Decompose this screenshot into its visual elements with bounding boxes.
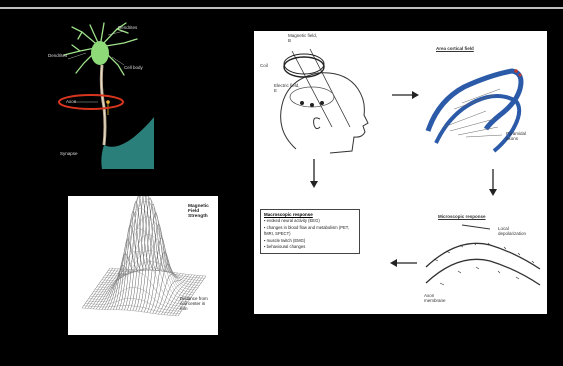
surface-mesh-line — [82, 268, 110, 308]
surface-mesh-line — [94, 208, 190, 299]
step3-title: Microscopic response — [438, 214, 486, 219]
effect-item-text: muscle twitch (EMG) — [267, 238, 306, 243]
effect-item: ▪ behavioural changes — [264, 244, 356, 251]
effect-item: ▪ changes in blood flow and metabolism (… — [264, 225, 356, 238]
dendrites-left-label: Dendrites — [48, 53, 67, 58]
electric-field-label: Electric field, E — [274, 83, 300, 93]
axon-membrane-label: Axon membrane — [424, 293, 454, 303]
macroscopic-response-title: Macroscopic response — [264, 212, 356, 217]
coil-label: Coil — [260, 63, 268, 68]
magnetic-field-label: Magnetic field, B — [288, 33, 318, 43]
surface-mesh-line — [105, 262, 201, 284]
surface-mesh-line — [99, 269, 127, 309]
effect-item-text: behavioural changes — [267, 244, 306, 249]
dendrites-label: Dendrites — [118, 25, 137, 30]
step2-title: Area cortical field — [436, 46, 474, 51]
synapse-label: Synapse — [60, 151, 78, 156]
pyramidal-axons-label: Pyramidal axons — [506, 131, 536, 141]
effect-item-text: evoked neural activity (EEG) — [267, 218, 320, 223]
axon-label: Axon — [66, 99, 76, 104]
magnetic-field-surface-plot: Magnetic Field Strength Distance from co… — [68, 196, 218, 335]
field-plot-title: Magnetic Field Strength — [188, 204, 216, 219]
surface-mesh-line — [96, 269, 124, 309]
field-plot-axis-label: Distance from coil center in mm — [180, 296, 212, 311]
tms-mechanism-diagram: Magnetic field, B Coil Electric field, E… — [254, 31, 547, 314]
surface-mesh-line — [95, 196, 191, 297]
neuron-illustration: Dendrites Dendrites Cell body Axon Synap… — [42, 17, 154, 169]
local-depolarization-label: Local depolarization — [498, 226, 538, 236]
macroscopic-response-box: Macroscopic response ▪ evoked neural act… — [260, 209, 360, 254]
effect-item-text: changes in blood flow and metabolism (PE… — [264, 225, 349, 237]
surface-mesh-line — [102, 235, 198, 288]
cell-body-label: Cell body — [124, 65, 144, 70]
top-divider-line — [0, 7, 563, 9]
